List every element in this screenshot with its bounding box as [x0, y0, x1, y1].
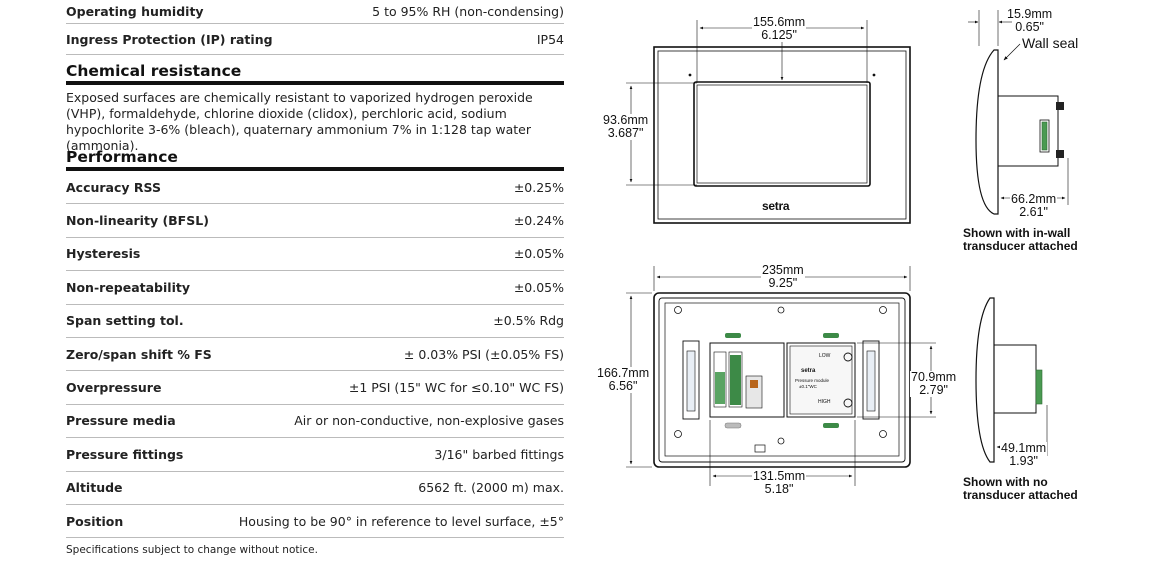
module-height-mm: 70.9mm: [911, 370, 957, 384]
front-height-mm: 93.6mm: [603, 113, 649, 127]
spec-row: Pressure media Air or non-conductive, non…: [66, 405, 564, 439]
spec-row: Hysteresis ±0.05%: [66, 238, 564, 272]
side-depth-in: 2.61": [1019, 205, 1048, 219]
back-view: [626, 266, 936, 486]
side-view-inwall: [968, 10, 1069, 215]
caption-no-line1: Shown with no: [963, 475, 1048, 489]
spec-label: Pressure media: [66, 413, 176, 429]
spec-label: Ingress Protection (IP) rating: [66, 31, 273, 47]
side-top-in: 0.65": [1015, 20, 1044, 34]
spec-row: Operating humidity 5 to 95% RH (non-cond…: [66, 0, 564, 24]
side-top-mm: 15.9mm: [1007, 7, 1053, 21]
front-width-in: 6.125": [761, 28, 797, 42]
footnote: Specifications subject to change without…: [66, 544, 318, 556]
side-depth-dim: 66.2mm 2.61": [1010, 192, 1058, 219]
module-label-1: Pressure module: [795, 378, 830, 383]
module-width-in: 5.18": [764, 482, 794, 496]
caption-no-transducer: Shown with no transducer attached: [963, 476, 1078, 502]
back-width-mm: 235mm: [762, 263, 804, 277]
spec-value: ±0.24%: [513, 213, 564, 229]
module-width-dim: 131.5mm 5.18": [752, 469, 807, 496]
spec-label: Overpressure: [66, 380, 162, 396]
spec-label: Hysteresis: [66, 246, 141, 262]
wall-seal-label: Wall seal: [1022, 35, 1079, 51]
spec-row: Ingress Protection (IP) rating IP54: [66, 24, 564, 55]
spec-value: ±0.05%: [513, 279, 564, 295]
spec-row: Non-repeatability ±0.05%: [66, 271, 564, 305]
spec-label: Span setting tol.: [66, 313, 184, 329]
front-width-dim: 155.6mm 6.125": [752, 15, 807, 42]
back-height-in: 6.56": [608, 379, 638, 393]
spec-row: Span setting tol. ±0.5% Rdg: [66, 305, 564, 338]
spec-value: ± 0.03% PSI (±0.05% FS): [403, 346, 564, 362]
section-title-chemical: Chemical resistance: [66, 55, 564, 85]
back-width-in: 9.25": [768, 276, 798, 290]
caption-inwall-line2: transducer attached: [963, 239, 1078, 253]
front-height-dim: 93.6mm 3.687": [602, 113, 650, 140]
spec-value: ±0.5% Rdg: [493, 313, 564, 329]
spec-value: ±0.05%: [513, 246, 564, 262]
dimension-drawings: 155.6mm 6.125" 93.6mm 3.687" setra 15.9m…: [580, 0, 1162, 572]
front-width-mm: 155.6mm: [753, 15, 806, 29]
spec-row: Non-linearity (BFSL) ±0.24%: [66, 204, 564, 238]
spec-value: 6562 ft. (2000 m) max.: [418, 480, 564, 496]
spec-row: Altitude 6562 ft. (2000 m) max.: [66, 472, 564, 505]
spec-row: Overpressure ±1 PSI (15" WC for ≤0.10" WC…: [66, 371, 564, 405]
module-brand: setra: [801, 368, 816, 374]
caption-inwall: Shown with in-wall transducer attached: [963, 227, 1078, 253]
setra-logo: setra: [762, 199, 790, 213]
spec-row: Zero/span shift % FS ± 0.03% PSI (±0.05% …: [66, 338, 564, 372]
spec-label: Accuracy RSS: [66, 179, 161, 195]
spec-value: ±0.25%: [513, 179, 564, 195]
spec-label: Altitude: [66, 480, 123, 496]
spec-label: Non-repeatability: [66, 279, 190, 295]
module-width-mm: 131.5mm: [753, 469, 806, 483]
front-view: [626, 20, 911, 224]
front-height-in: 3.687": [607, 126, 644, 140]
back-height-mm: 166.7mm: [597, 366, 650, 380]
spec-label: Pressure fittings: [66, 446, 184, 462]
spec-value: ±1 PSI (15" WC for ≤0.10" WC FS): [348, 380, 564, 396]
module-label-2: ±0.1"WC: [799, 384, 817, 389]
side2-depth-mm: 49.1mm: [1001, 441, 1047, 455]
back-height-dim: 166.7mm 6.56": [596, 366, 651, 393]
spec-table: Operating humidity 5 to 95% RH (non-cond…: [66, 0, 564, 539]
module-height-in: 2.79": [919, 383, 948, 397]
side-top-dim: 15.9mm 0.65": [1006, 8, 1053, 34]
spec-label: Position: [66, 513, 124, 529]
spec-row: Position Housing to be 90° in reference t…: [66, 505, 564, 539]
side-depth-mm: 66.2mm: [1011, 192, 1057, 206]
spec-value: Housing to be 90° in reference to level …: [238, 513, 564, 529]
spec-row: Pressure fittings 3/16" barbed fittings: [66, 438, 564, 472]
module-height-dim: 70.9mm 2.79": [910, 370, 958, 397]
spec-row: Accuracy RSS ±0.25%: [66, 171, 564, 205]
performance-rows: Accuracy RSS ±0.25% Non-linearity (BFSL) ±0…: [66, 171, 564, 539]
spec-label: Zero/span shift % FS: [66, 346, 212, 362]
spec-value: 3/16" barbed fittings: [434, 446, 564, 462]
caption-no-line2: transducer attached: [963, 488, 1078, 502]
spec-label: Non-linearity (BFSL): [66, 213, 209, 229]
side2-depth-dim: 49.1mm 1.93": [1000, 441, 1048, 468]
back-width-dim: 235mm 9.25": [761, 264, 805, 290]
spec-value: IP54: [536, 31, 564, 47]
spec-value: Air or non-conductive, non-explosive gas…: [294, 413, 564, 429]
spec-value: 5 to 95% RH (non-condensing): [372, 4, 564, 19]
chemical-paragraph: Exposed surfaces are chemically resistan…: [66, 90, 533, 153]
side2-depth-in: 1.93": [1009, 454, 1038, 468]
side-view-no-transducer: [975, 297, 1048, 463]
board-low-label: LOW: [819, 353, 831, 359]
spec-label: Operating humidity: [66, 4, 204, 19]
board-high-label: HIGH: [818, 399, 831, 405]
section-title-performance: Performance: [66, 141, 564, 171]
caption-inwall-line1: Shown with in-wall: [963, 226, 1071, 240]
